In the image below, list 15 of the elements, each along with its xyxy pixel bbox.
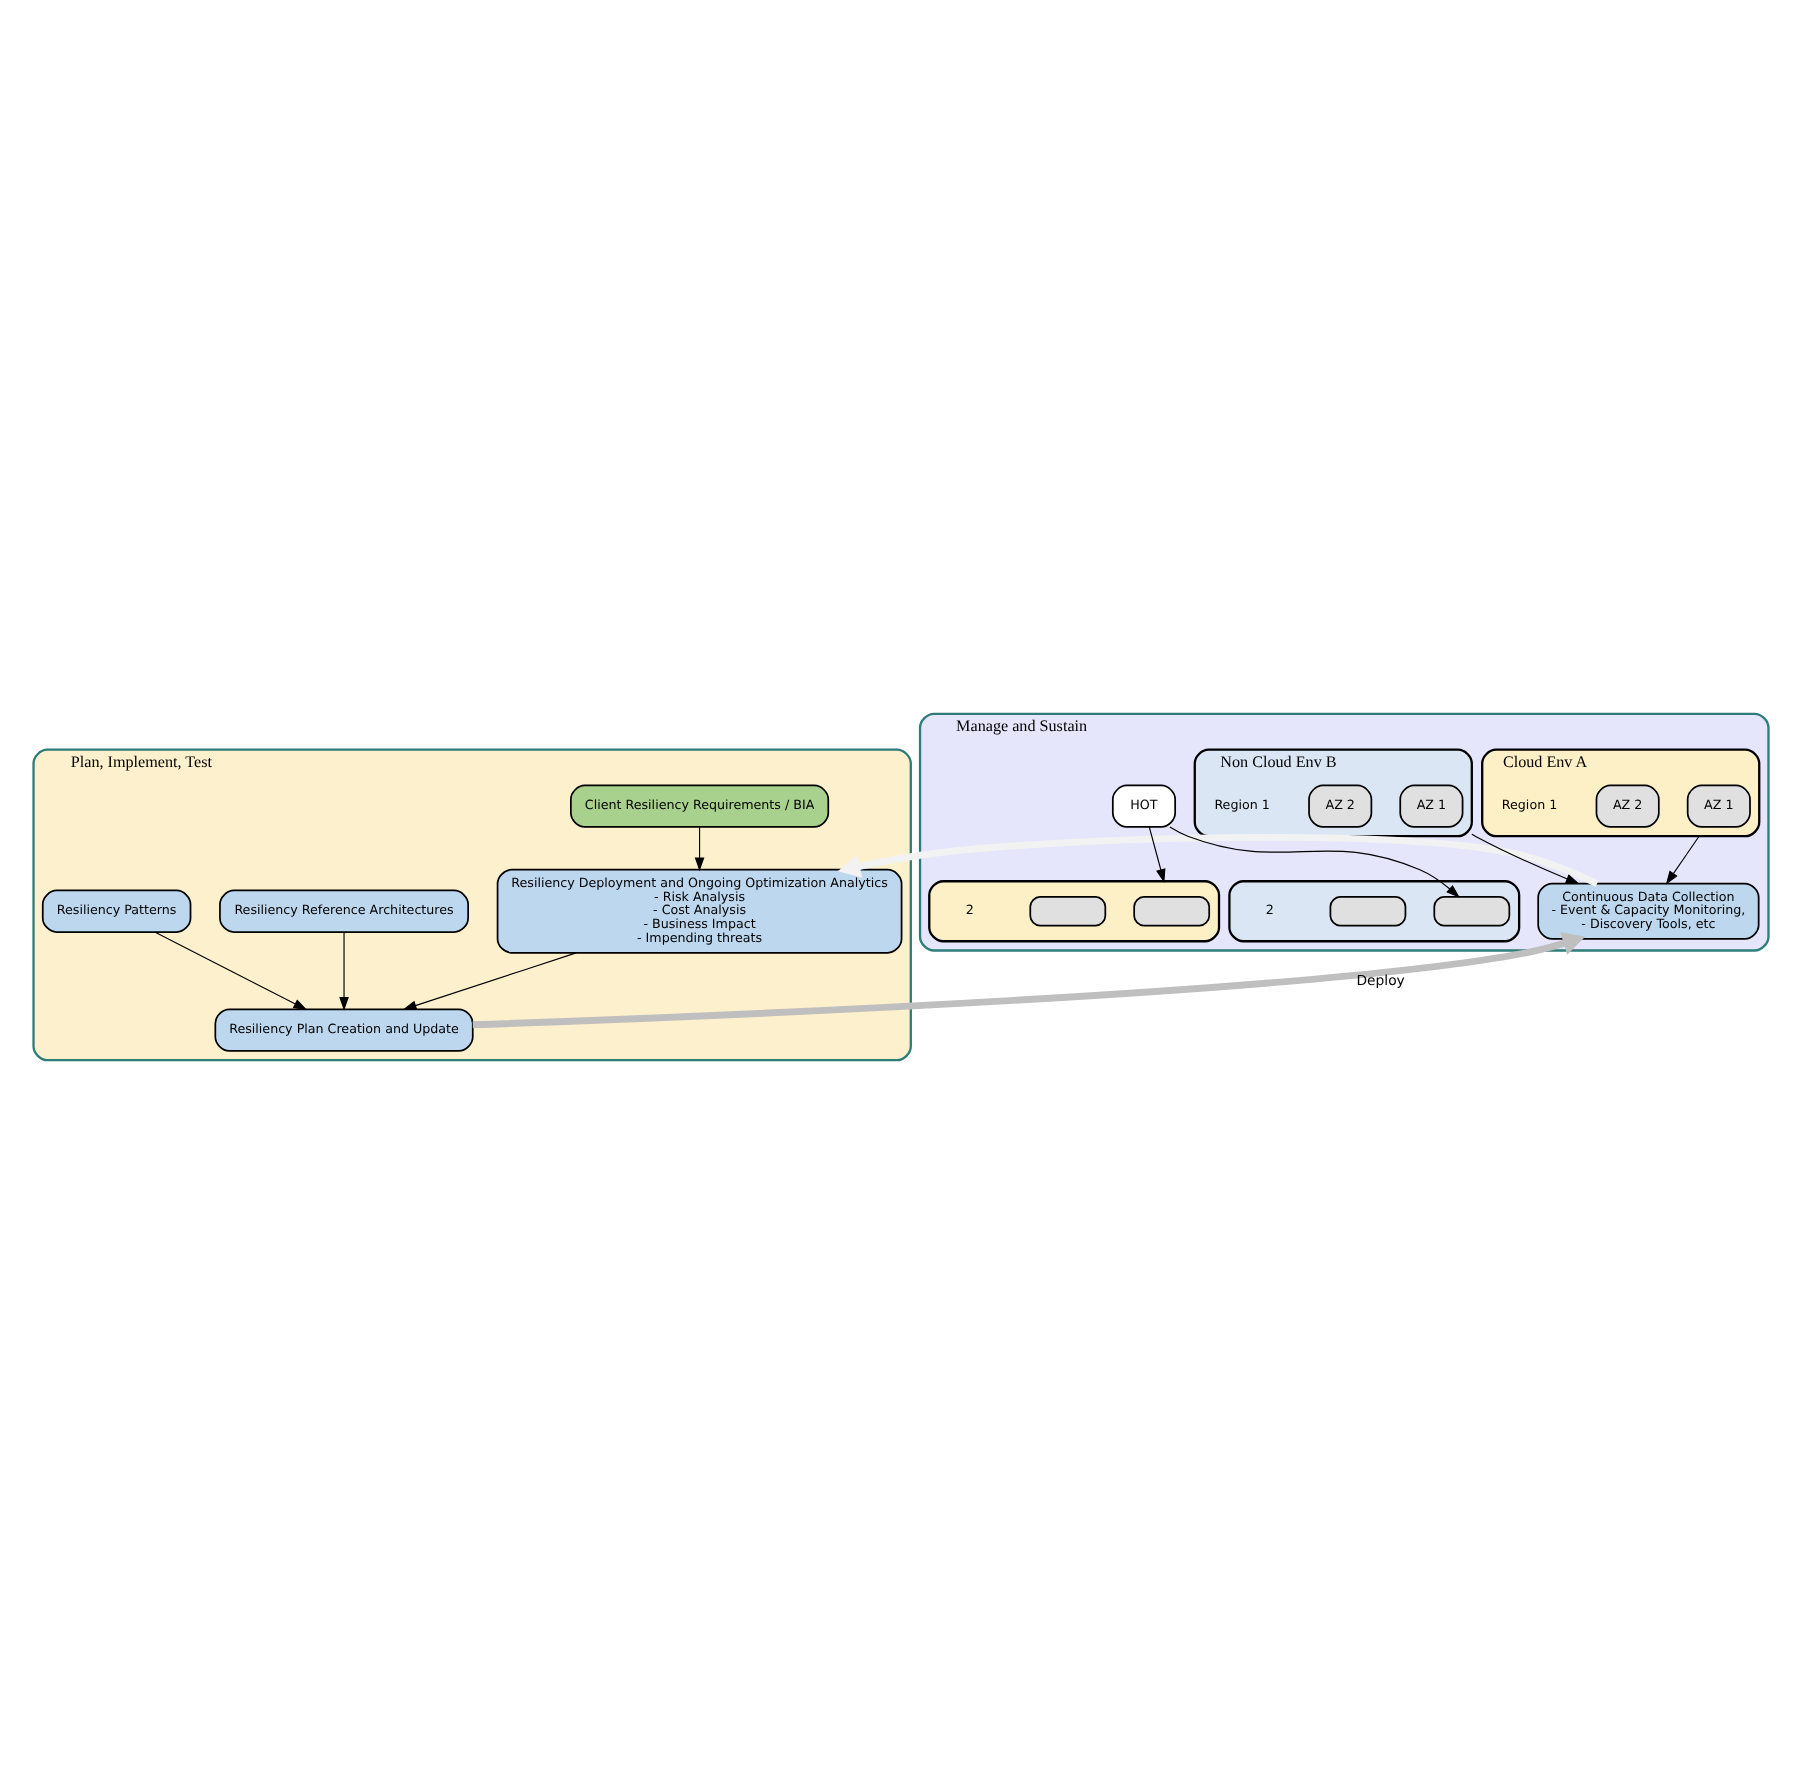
node-box: [1329, 895, 1407, 927]
arrow: [1471, 833, 1580, 885]
arrow: [1148, 826, 1166, 883]
cluster: [928, 880, 1221, 943]
arrow: [339, 931, 349, 1011]
arrow: [1169, 826, 1460, 898]
node-box: [1133, 895, 1211, 927]
arrow: [154, 931, 308, 1011]
arrow: [402, 952, 577, 1011]
node-box: [1029, 895, 1107, 927]
arrow: [1665, 835, 1700, 885]
arrow: [472, 932, 1586, 1029]
node-box: [1433, 895, 1511, 927]
arrow: [837, 833, 1599, 887]
arrow: [694, 826, 705, 872]
